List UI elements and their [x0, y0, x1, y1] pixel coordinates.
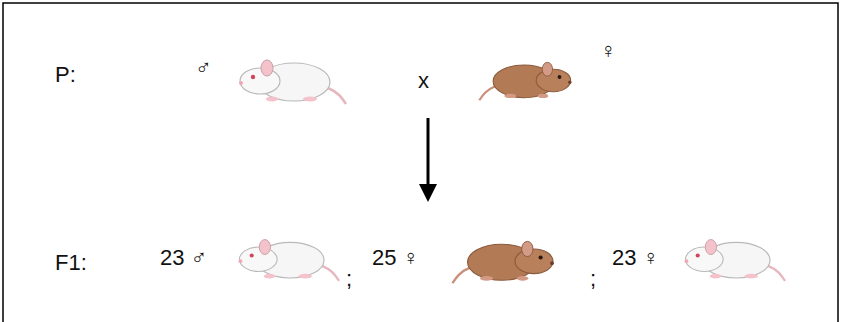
sex-symbol-box: ♀ — [600, 38, 617, 64]
white-rat — [239, 60, 346, 104]
sex-symbol-box: ♂ — [195, 55, 212, 81]
cross-arrow — [427, 118, 430, 188]
generation-label-box: P: — [55, 62, 76, 88]
cross-sign: x — [418, 68, 429, 93]
cross-sign-box: x — [418, 68, 429, 94]
white-rat — [685, 240, 785, 281]
separator-box: ; — [346, 266, 352, 292]
separator: ; — [590, 266, 596, 291]
brown-rat — [479, 62, 571, 100]
offspring-count: 25 ♀ — [372, 245, 419, 270]
frame — [3, 3, 838, 322]
white-rat — [239, 240, 339, 281]
generation-label: P: — [55, 62, 76, 87]
offspring-count: 23 ♀ — [612, 245, 659, 270]
offspring-count-box: 23 ♀ — [612, 245, 659, 271]
sex-symbol: ♂ — [195, 55, 212, 80]
separator-box: ; — [590, 266, 596, 292]
generation-label-box: F1: — [55, 250, 87, 276]
offspring-count: 23 ♂ — [160, 245, 207, 270]
separator: ; — [346, 266, 352, 291]
offspring-count-box: 25 ♀ — [372, 245, 419, 271]
offspring-count-box: 23 ♂ — [160, 245, 207, 271]
sex-symbol: ♀ — [600, 38, 617, 63]
brown-rat — [452, 241, 553, 283]
arrow-head — [419, 184, 437, 202]
generation-label: F1: — [55, 250, 87, 275]
